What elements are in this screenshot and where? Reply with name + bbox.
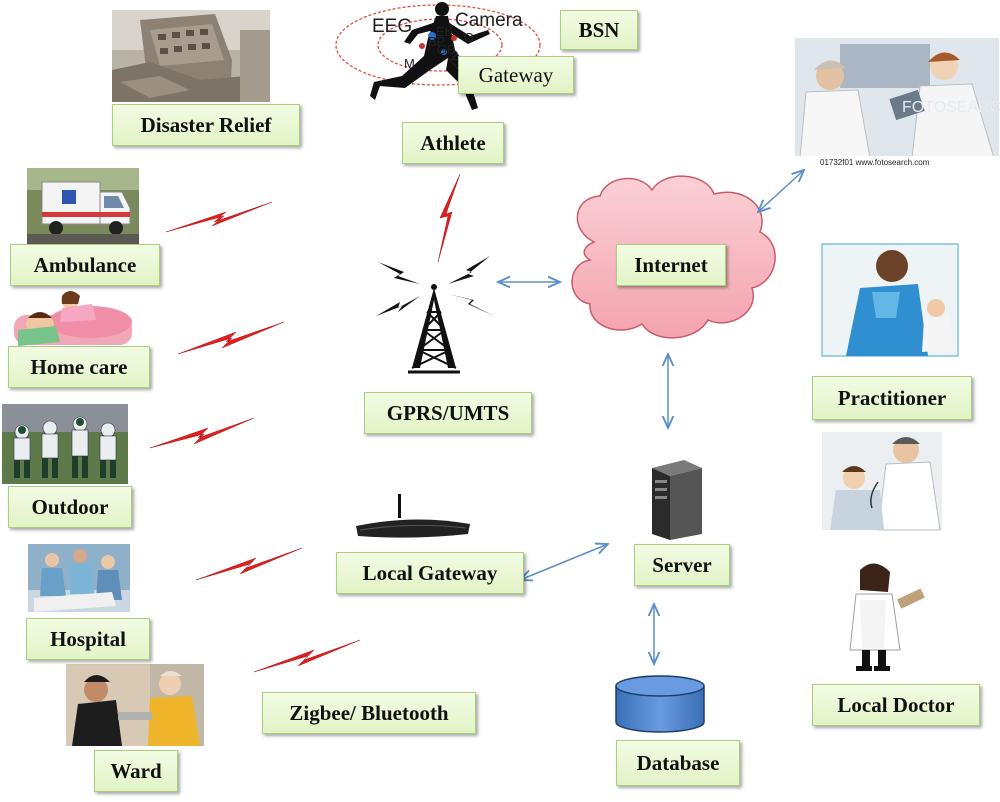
connection-arrows <box>498 170 804 664</box>
label-practitioner: Practitioner <box>812 376 972 420</box>
wireless-links <box>149 173 461 673</box>
gprs-tower-icon <box>376 256 494 374</box>
local-doctor-child-photo <box>822 432 942 531</box>
label-local-doctor: Local Doctor <box>812 684 980 726</box>
server-icon <box>652 460 702 540</box>
ward-photo <box>66 664 204 746</box>
sensor-ek-label: EK <box>436 24 454 39</box>
database-icon <box>615 675 705 733</box>
ambulance-photo <box>27 168 139 244</box>
label-disaster-relief: Disaster Relief <box>112 104 300 146</box>
sensor-m-label: M <box>404 56 415 71</box>
consultation-photo: FOTOSEARCH 01732f01 www.fotosearch.com <box>795 38 1000 168</box>
label-database: Database <box>616 740 740 786</box>
lightning-icon <box>149 417 255 449</box>
label-ward: Ward <box>94 750 178 792</box>
sensor-two-label: 2 <box>451 48 459 63</box>
local-gateway-router-icon <box>356 494 470 538</box>
outdoor-photo <box>2 404 128 484</box>
label-gprs-umts: GPRS/UMTS <box>364 392 532 434</box>
arrow-gateway-server <box>520 544 608 580</box>
label-gateway: Gateway <box>458 56 574 94</box>
lightning-icon <box>165 201 273 233</box>
fotosearch-watermark: FOTOSEARCH <box>902 99 1000 116</box>
label-ambulance: Ambulance <box>10 244 160 286</box>
lightning-icon <box>195 547 303 581</box>
label-hospital: Hospital <box>26 618 150 660</box>
arrow-internet-consultation <box>758 170 804 212</box>
sensor-eeg-label: EEG <box>372 16 413 37</box>
sensor-spo-label: O <box>464 30 475 45</box>
label-internet: Internet <box>616 244 726 286</box>
label-athlete: Athlete <box>402 122 504 164</box>
label-outdoor: Outdoor <box>8 486 132 528</box>
hospital-photo <box>28 544 130 612</box>
sensor-gb-label: GB <box>437 42 456 57</box>
label-local-gateway: Local Gateway <box>336 552 524 594</box>
female-doctor-figure <box>849 563 925 671</box>
lightning-icon <box>437 173 461 263</box>
practitioner-photo <box>821 243 959 357</box>
lightning-icon <box>177 321 285 355</box>
home-care-illustration <box>14 291 132 346</box>
label-zigbee-bluetooth: Zigbee/ Bluetooth <box>262 692 476 734</box>
sensor-camera-label: Camera <box>455 10 523 31</box>
label-home-care: Home care <box>8 346 150 388</box>
label-server: Server <box>634 544 730 586</box>
disaster-relief-photo <box>112 10 270 102</box>
fotosearch-caption: 01732f01 www.fotosearch.com <box>820 158 930 167</box>
label-bsn: BSN <box>560 10 638 50</box>
lightning-icon <box>253 639 361 673</box>
sensor-bp-label: BP <box>428 34 446 49</box>
